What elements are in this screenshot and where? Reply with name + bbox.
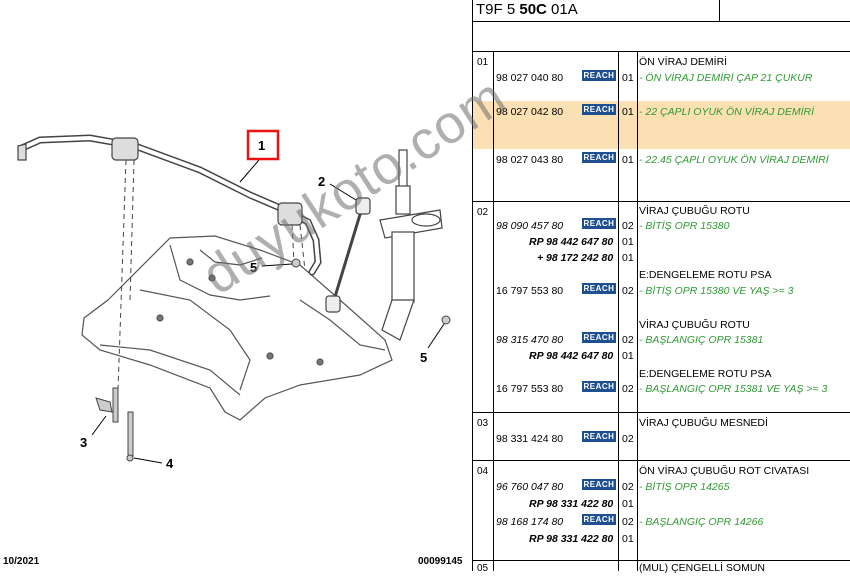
part-quantity: 02 bbox=[622, 220, 634, 232]
callout-5-right[interactable]: 5 bbox=[420, 350, 427, 365]
link-rod bbox=[325, 197, 371, 313]
part-reference[interactable]: 98 027 042 80 bbox=[496, 106, 564, 118]
part-quantity: 01 bbox=[622, 154, 634, 166]
reach-badge: REACH bbox=[582, 431, 616, 442]
additional-reference[interactable]: + 98 172 242 80 bbox=[537, 252, 614, 264]
replacement-reference[interactable]: RP 98 331 422 80 bbox=[529, 498, 614, 510]
part-reference[interactable]: 16 797 553 80 bbox=[496, 285, 564, 297]
part-description: E:DENGELEME ROTU PSA bbox=[639, 368, 772, 380]
suspension-exploded-drawing: 1 2 3 4 5 5 bbox=[17, 129, 451, 471]
part-description: ÖN VİRAJ ÇUBUĞU ROT CIVATASI bbox=[639, 465, 810, 477]
part-quantity: 01 bbox=[622, 106, 634, 118]
part-reference[interactable]: 98 315 470 80 bbox=[496, 334, 564, 346]
reach-badge: REACH bbox=[582, 152, 616, 163]
part-reference[interactable]: 98 090 457 80 bbox=[496, 220, 564, 232]
reach-badge: REACH bbox=[582, 283, 616, 294]
selected-row-highlight bbox=[473, 101, 850, 149]
callout-box-1[interactable] bbox=[246, 129, 280, 161]
part-variant: - BİTİŞ OPR 15380 VE YAŞ >= 3 bbox=[639, 285, 794, 297]
part-quantity: 01 bbox=[622, 72, 634, 84]
part-variant: - BAŞLANGIÇ OPR 14266 bbox=[639, 516, 764, 528]
replacement-reference[interactable]: RP 98 331 422 80 bbox=[529, 533, 614, 545]
callout-5-left[interactable]: 5 bbox=[250, 260, 257, 275]
part-variant: - ÖN VİRAJ DEMİRİ ÇAP 21 ÇUKUR bbox=[639, 72, 813, 84]
part-quantity: 01 bbox=[622, 350, 634, 362]
part-description: E:DENGELEME ROTU PSA bbox=[639, 269, 772, 281]
part-reference[interactable]: 98 331 424 80 bbox=[496, 433, 564, 445]
part-variant: - BİTİŞ OPR 15380 bbox=[639, 220, 730, 232]
part-variant: - BİTİŞ OPR 14265 bbox=[639, 481, 730, 493]
part-quantity: 02 bbox=[622, 285, 634, 297]
callout-2[interactable]: 2 bbox=[318, 174, 325, 189]
callout-4[interactable]: 4 bbox=[166, 456, 174, 471]
reach-badge: REACH bbox=[582, 104, 616, 115]
part-reference[interactable]: 96 760 047 80 bbox=[496, 481, 564, 493]
part-description: VİRAJ ÇUBUĞU ROTU bbox=[639, 205, 750, 217]
callout-3[interactable]: 3 bbox=[80, 435, 87, 450]
part-description: ÖN VİRAJ DEMİRİ bbox=[639, 56, 728, 68]
subframe bbox=[81, 235, 393, 421]
strut bbox=[379, 149, 443, 341]
group-number: 02 bbox=[477, 207, 489, 218]
reach-badge: REACH bbox=[582, 381, 616, 392]
part-description: VİRAJ ÇUBUĞU MESNEDİ bbox=[639, 417, 768, 429]
diagram-code: 00099145 bbox=[418, 556, 463, 567]
part-variant: - 22.45 ÇAPLI OYUK ÖN VİRAJ DEMİRİ bbox=[639, 154, 829, 166]
bushings bbox=[17, 137, 303, 226]
part-reference[interactable]: 98 027 043 80 bbox=[496, 154, 564, 166]
part-quantity: 02 bbox=[622, 433, 634, 445]
group-number: 01 bbox=[477, 57, 489, 68]
part-quantity: 01 bbox=[622, 498, 634, 510]
part-quantity: 01 bbox=[622, 252, 634, 264]
replacement-reference[interactable]: RP 98 442 647 80 bbox=[529, 236, 614, 248]
part-quantity: 01 bbox=[622, 236, 634, 248]
part-description: (MUL) ÇENGELLİ SOMUN bbox=[639, 562, 766, 574]
replacement-reference[interactable]: RP 98 442 647 80 bbox=[529, 350, 614, 362]
diagram-date: 10/2021 bbox=[3, 556, 40, 567]
group-number: 04 bbox=[477, 466, 489, 477]
part-reference[interactable]: 16 797 553 80 bbox=[496, 383, 564, 395]
reach-badge: REACH bbox=[582, 70, 616, 81]
callout-1[interactable]: 1 bbox=[258, 138, 265, 153]
part-quantity: 02 bbox=[622, 516, 634, 528]
group-number: 05 bbox=[477, 563, 489, 574]
group-number: 03 bbox=[477, 418, 489, 429]
part-quantity: 01 bbox=[622, 533, 634, 545]
part-quantity: 02 bbox=[622, 481, 634, 493]
page-title: T9F 5 50C 01A bbox=[476, 1, 578, 18]
part-reference[interactable]: 98 027 040 80 bbox=[496, 72, 564, 84]
part-variant: - BAŞLANGIÇ OPR 15381 bbox=[639, 334, 764, 346]
bolts bbox=[95, 258, 451, 462]
reach-badge: REACH bbox=[582, 218, 616, 229]
reach-badge: REACH bbox=[582, 332, 616, 343]
parts-diagram: 1 2 3 4 5 5 bbox=[17, 129, 451, 471]
part-quantity: 02 bbox=[622, 383, 634, 395]
part-variant: - 22 ÇAPLI OYUK ÖN VİRAJ DEMİRİ bbox=[639, 106, 815, 118]
reach-badge: REACH bbox=[582, 514, 616, 525]
part-reference[interactable]: 98 168 174 80 bbox=[496, 516, 564, 528]
part-quantity: 02 bbox=[622, 334, 634, 346]
part-description: VİRAJ ÇUBUĞU ROTU bbox=[639, 319, 750, 331]
part-variant: - BAŞLANGIÇ OPR 15381 VE YAŞ >= 3 bbox=[639, 383, 828, 395]
reach-badge: REACH bbox=[582, 479, 616, 490]
